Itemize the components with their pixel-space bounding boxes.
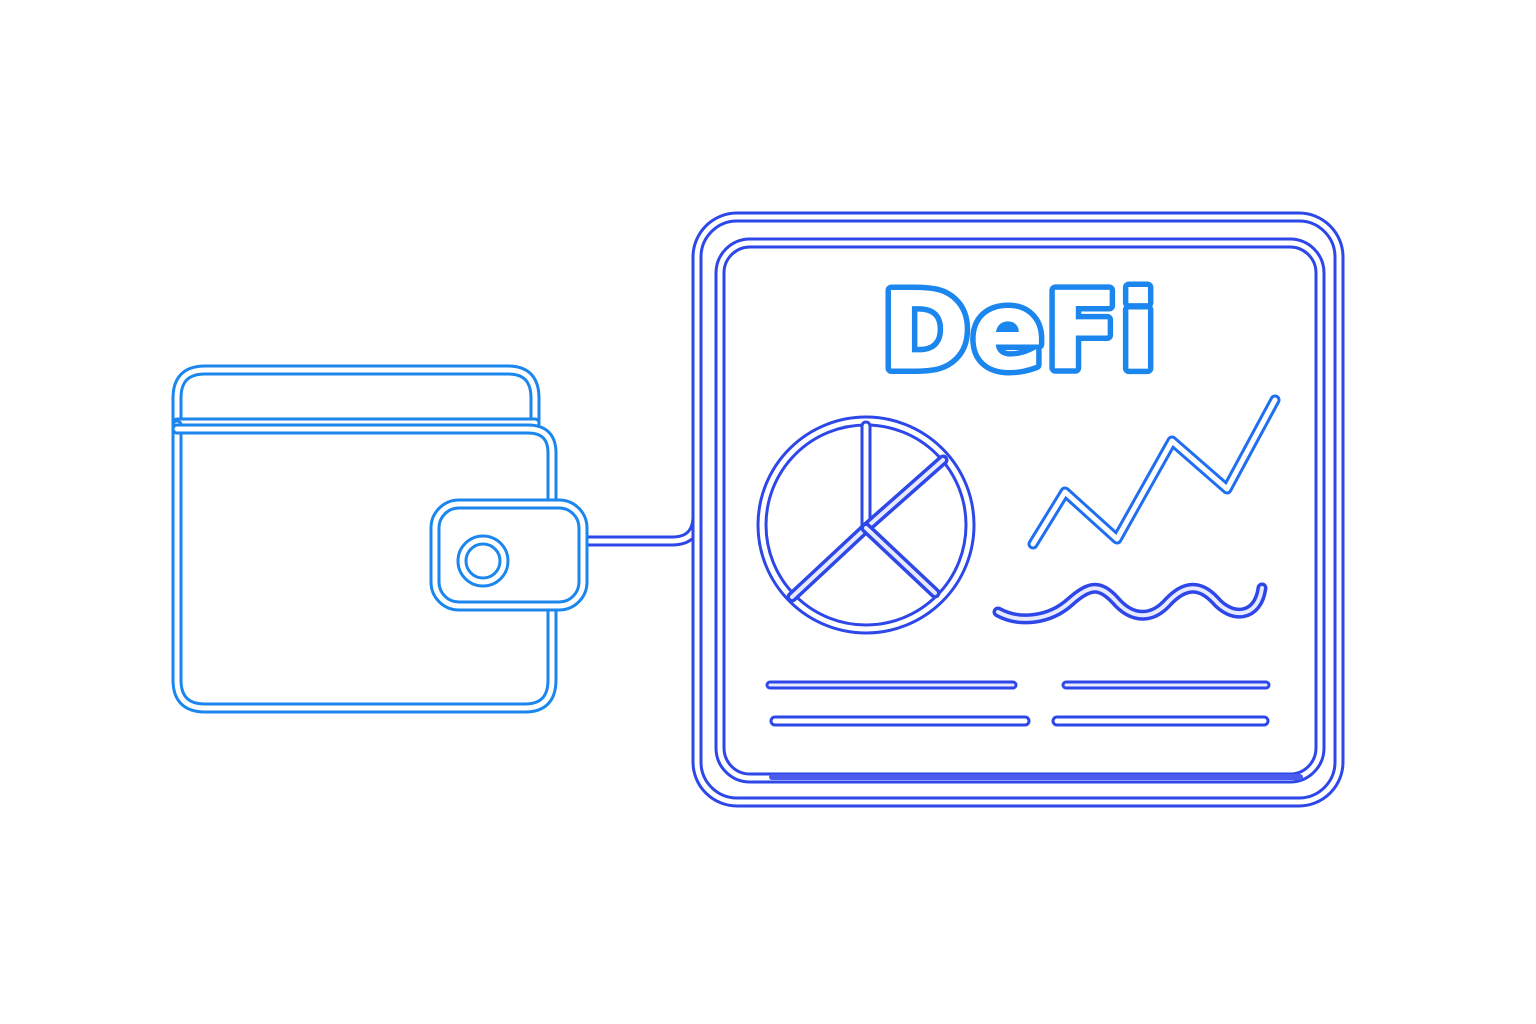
defi-dashboard-panel: DeFi DeFi bbox=[691, 211, 1345, 808]
wallet-icon bbox=[171, 364, 589, 714]
pie-chart-icon[interactable] bbox=[756, 415, 976, 635]
connector-cable bbox=[580, 254, 703, 547]
svg-text:DeFi: DeFi bbox=[882, 270, 1159, 393]
button-clasp-icon bbox=[456, 534, 510, 588]
svg-text:DeFi: DeFi bbox=[882, 270, 1159, 393]
wave-line-icon bbox=[992, 582, 1268, 625]
text-placeholder-lines bbox=[765, 680, 1303, 780]
wallet-top-flap bbox=[171, 364, 541, 431]
line-chart-icon[interactable] bbox=[1027, 394, 1281, 550]
panel-title: DeFi DeFi bbox=[876, 264, 1163, 399]
wallet-body bbox=[171, 419, 558, 714]
wallet-clasp[interactable] bbox=[429, 498, 589, 612]
